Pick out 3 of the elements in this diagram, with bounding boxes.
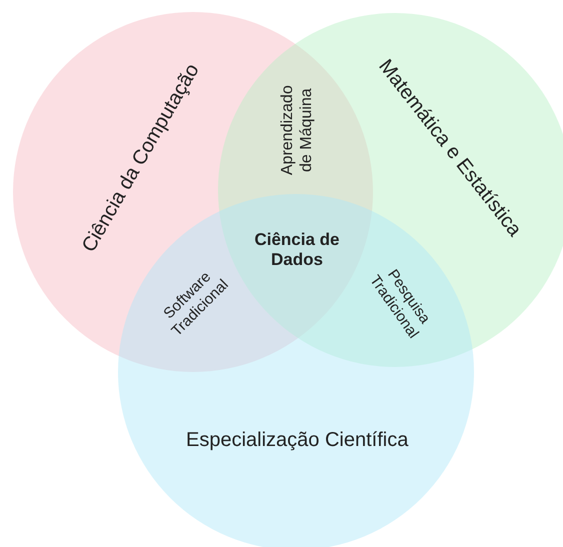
circle-label: Especialização Científica [186, 428, 408, 452]
overlap-label: Aprendizado de Máquina [278, 84, 316, 178]
center-label: Ciência de Dados [253, 230, 341, 270]
